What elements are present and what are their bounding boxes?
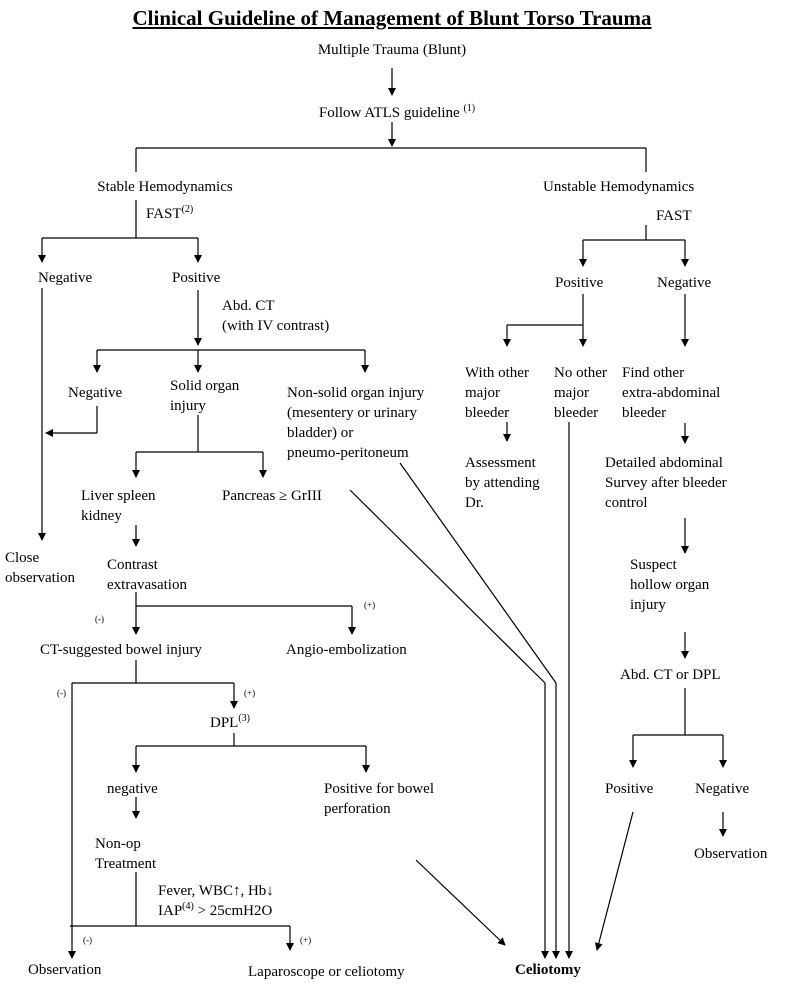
node-non-solid-organ-injury: Non-solid organ injury (mesentery or uri…	[287, 385, 425, 461]
label-plus-bowel: (+)	[244, 688, 256, 698]
footnote-ref-1: (1)	[463, 103, 476, 114]
node-fast-stable: FAST(2)	[146, 204, 194, 223]
footnote-ref-4: (4)	[182, 901, 194, 912]
node-celiotomy: Celiotomy	[515, 962, 581, 978]
node-contrast-extravasation: Contrast extravasation	[107, 557, 187, 593]
node-find-other-bleeder: Find other extra-abdominal bleeder	[622, 365, 721, 421]
node-observation-left: Observation	[28, 962, 102, 978]
node-with-other-major-bleeder: With other major bleeder	[465, 365, 529, 421]
node-observation-right: Observation	[694, 846, 768, 862]
node-angio-embolization: Angio-embolization	[286, 642, 407, 658]
node-non-op-treatment: Non-op Treatment	[95, 836, 157, 872]
label-minus-bowel: (-)	[57, 688, 66, 698]
label-plus-contrast: (+)	[364, 600, 376, 610]
footnote-ref-2: (2)	[181, 204, 194, 215]
node-ct-suggested-bowel-injury: CT-suggested bowel injury	[40, 642, 202, 658]
node-fever-wbc-hb: Fever, WBC↑, Hb↓	[158, 883, 274, 899]
page-title: Clinical Guideline of Management of Blun…	[132, 6, 652, 30]
node-negative-dpl: negative	[107, 781, 158, 797]
node-fast-unstable: FAST	[656, 208, 692, 224]
node-follow-atls: Follow ATLS guideline (1)	[318, 103, 476, 122]
node-positive-bowel-perforation: Positive for bowel perforation	[324, 781, 434, 817]
node-negative-unstable: Negative	[657, 275, 712, 291]
node-abd-ct-or-dpl: Abd. CT or DPL	[620, 667, 721, 683]
footnote-ref-3: (3)	[238, 713, 251, 724]
node-negative-ct: Negative	[68, 385, 123, 401]
node-close-observation: Close observation	[5, 550, 75, 586]
node-positive-bottom: Positive	[605, 781, 654, 797]
node-assessment-by-attending: Assessment by attending Dr.	[465, 455, 540, 511]
node-stable-hemodynamics: Stable Hemodynamics	[97, 179, 233, 195]
label-plus-iap: (+)	[300, 935, 312, 945]
node-laparoscope-or-celiotomy: Laparoscope or celiotomy	[248, 964, 405, 980]
node-negative-left: Negative	[38, 270, 93, 286]
node-positive-left: Positive	[172, 270, 221, 286]
node-pancreas: Pancreas ≥ GrIII	[222, 488, 322, 504]
node-unstable-hemodynamics: Unstable Hemodynamics	[543, 179, 695, 195]
node-no-other-major-bleeder: No other major bleeder	[554, 365, 607, 421]
node-multiple-trauma: Multiple Trauma (Blunt)	[317, 42, 467, 58]
node-iap: IAP(4) > 25cmH2O	[158, 901, 273, 920]
node-liver-spleen-kidney: Liver spleen kidney	[81, 488, 156, 524]
node-dpl: DPL(3)	[210, 713, 251, 732]
node-abd-ct: Abd. CT (with IV contrast)	[222, 298, 330, 334]
node-positive-unstable: Positive	[555, 275, 604, 291]
node-detailed-abdominal-survey: Detailed abdominal Survey after bleeder …	[605, 455, 727, 511]
node-solid-organ-injury: Solid organ injury	[170, 378, 240, 414]
label-minus-iap: (-)	[83, 935, 92, 945]
node-suspect-hollow-organ: Suspect hollow organ injury	[630, 557, 710, 613]
node-negative-bottom: Negative	[695, 781, 750, 797]
label-minus-contrast: (-)	[95, 614, 104, 624]
